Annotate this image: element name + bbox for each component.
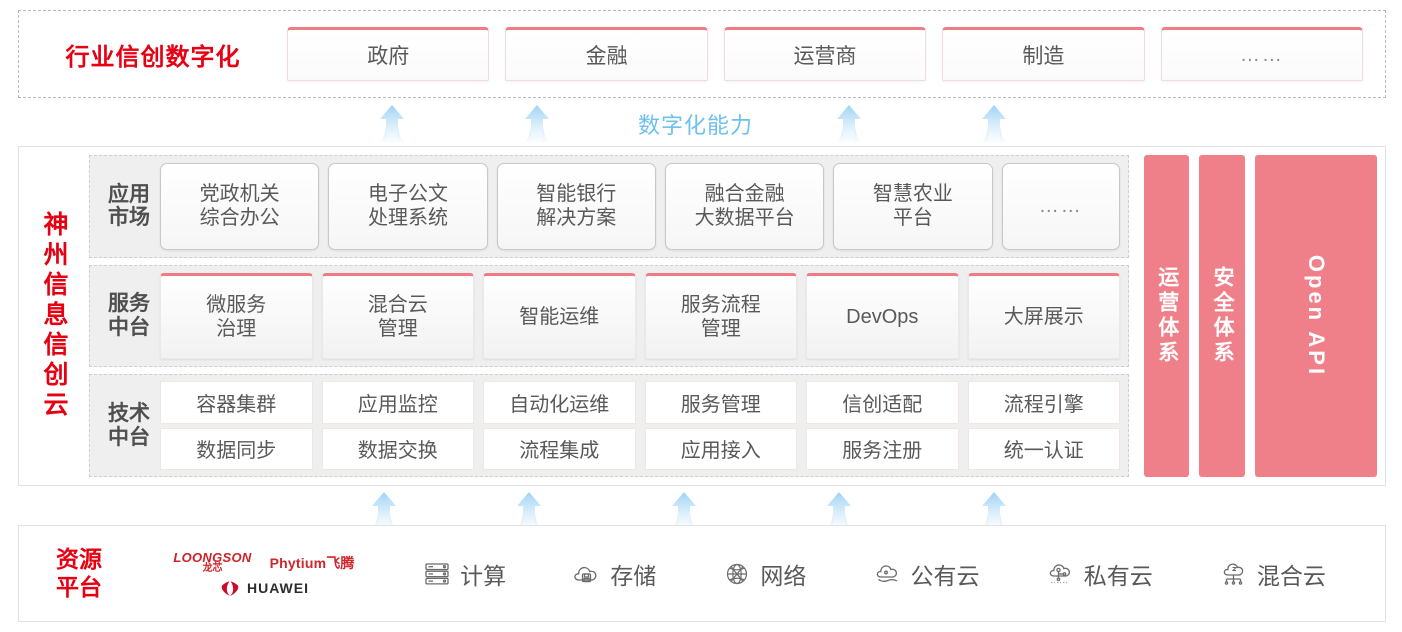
vendor-logo-list: LOONGSON 龙芯 Phytium飞腾 HUAWEI xyxy=(139,551,389,596)
huawei-flower-icon xyxy=(219,580,241,596)
phytium-logo: Phytium飞腾 xyxy=(269,554,355,571)
private-cloud-icon xyxy=(1046,559,1076,589)
service-card-microservice-governance[interactable]: 微服务治理 xyxy=(160,272,313,360)
layer-label-app-market: 应用市场 xyxy=(108,182,150,230)
tech-card-app-access[interactable]: 应用接入 xyxy=(644,427,797,471)
layer-label-service-platform: 服务中台 xyxy=(108,292,150,339)
industry-card-finance[interactable]: 金融 xyxy=(505,27,708,81)
resource-item-compute[interactable]: 计算 xyxy=(422,557,506,591)
layer-row-tech-platform: 技术中台 容器集群 应用监控 自动化运维 服务管理 信创适配 流程引擎 数据同步… xyxy=(89,374,1129,478)
resource-item-public-cloud[interactable]: 公有云 xyxy=(873,557,980,591)
industry-card-operator[interactable]: 运营商 xyxy=(723,27,927,81)
vendor-logo-row: LOONGSON 龙芯 Phytium飞腾 xyxy=(173,551,354,574)
resource-item-label: 公有云 xyxy=(910,562,980,589)
service-card-process-management[interactable]: 服务流程管理 xyxy=(644,272,797,360)
huawei-logo: HUAWEI xyxy=(219,580,309,596)
vendor-logo-row: HUAWEI xyxy=(219,580,309,596)
resource-item-storage[interactable]: 存储 xyxy=(572,557,656,591)
resource-item-label: 网络 xyxy=(760,562,807,589)
app-card-more[interactable]: …… xyxy=(1001,163,1120,250)
pillar-open-api[interactable]: Open API xyxy=(1254,155,1378,477)
loongson-logo-en: LOONGSON xyxy=(173,550,252,565)
resource-item-hybrid-cloud[interactable]: 混合云 xyxy=(1219,557,1326,591)
resource-item-label: 计算 xyxy=(460,562,507,589)
app-card-smart-bank[interactable]: 智能银行解决方案 xyxy=(496,163,656,250)
service-card-devops[interactable]: DevOps xyxy=(806,272,959,360)
cloud-storage-icon xyxy=(572,559,602,589)
cloud-platform-title: 神州信息信创云 xyxy=(40,211,68,421)
capability-arrow-band: 数字化能力 xyxy=(18,100,1386,144)
loongson-logo-cn: 龙芯 xyxy=(202,563,223,574)
tech-card-container-cluster[interactable]: 容器集群 xyxy=(160,381,313,424)
resource-item-private-cloud[interactable]: 私有云 xyxy=(1046,557,1153,591)
resource-item-label: 存储 xyxy=(610,562,657,589)
tech-card-unified-auth[interactable]: 统一认证 xyxy=(967,427,1120,471)
industry-card-more[interactable]: …… xyxy=(1160,27,1364,81)
pillar-operations-label: 运营体系 xyxy=(1155,266,1179,366)
cloud-layer-rows: 应用市场 党政机关综合办公 电子公文处理系统 智能银行解决方案 融合金融大数据平… xyxy=(89,147,1137,485)
hybrid-cloud-icon xyxy=(1219,559,1249,589)
server-rack-icon xyxy=(422,559,452,589)
up-arrow-icon xyxy=(828,104,870,144)
public-cloud-icon xyxy=(873,559,903,589)
tech-card-automated-ops[interactable]: 自动化运维 xyxy=(483,381,636,424)
tech-card-data-exchange[interactable]: 数据交换 xyxy=(321,427,474,471)
tech-card-service-registry[interactable]: 服务注册 xyxy=(806,427,959,471)
resource-platform-title: 资源平台 xyxy=(56,545,102,600)
layer-row-service-platform: 服务中台 微服务治理 混合云管理 智能运维 服务流程管理 DevOps 大屏展示 xyxy=(89,264,1129,368)
tech-card-xinchuang-adaptation[interactable]: 信创适配 xyxy=(806,381,959,424)
tech-grid-row: 容器集群 应用监控 自动化运维 服务管理 信创适配 流程引擎 xyxy=(160,381,1120,424)
app-card-edoc-system[interactable]: 电子公文处理系统 xyxy=(328,163,488,250)
tech-platform-grid: 容器集群 应用监控 自动化运维 服务管理 信创适配 流程引擎 数据同步 数据交换… xyxy=(160,375,1120,476)
industry-band: 行业信创数字化 政府 金融 运营商 制造 …… xyxy=(18,10,1386,98)
service-platform-card-list: 微服务治理 混合云管理 智能运维 服务流程管理 DevOps 大屏展示 xyxy=(160,266,1120,367)
tech-grid-row: 数据同步 数据交换 流程集成 应用接入 服务注册 统一认证 xyxy=(160,427,1120,471)
up-arrow-icon xyxy=(516,104,558,144)
tech-card-app-monitoring[interactable]: 应用监控 xyxy=(321,381,474,424)
cloud-platform-container: 神州信息信创云 应用市场 党政机关综合办公 电子公文处理系统 智能银行解决方案 … xyxy=(18,146,1386,486)
industry-band-title: 行业信创数字化 xyxy=(65,43,241,71)
up-arrow-icon xyxy=(371,104,413,144)
resource-item-network[interactable]: 网络 xyxy=(722,557,806,591)
app-card-smart-agriculture[interactable]: 智慧农业平台 xyxy=(833,163,993,250)
industry-card-list: 政府 金融 运营商 制造 …… xyxy=(287,11,1385,97)
service-card-intelligent-ops[interactable]: 智能运维 xyxy=(483,272,636,360)
industry-card-government[interactable]: 政府 xyxy=(287,27,490,81)
loongson-logo: LOONGSON 龙芯 xyxy=(173,551,251,574)
layer-row-app-market: 应用市场 党政机关综合办公 电子公文处理系统 智能银行解决方案 融合金融大数据平… xyxy=(89,155,1129,258)
app-market-card-list: 党政机关综合办公 电子公文处理系统 智能银行解决方案 融合金融大数据平台 智慧农… xyxy=(160,156,1120,257)
app-card-finance-bigdata[interactable]: 融合金融大数据平台 xyxy=(664,163,825,250)
resource-item-label: 私有云 xyxy=(1083,562,1153,589)
tech-card-process-engine[interactable]: 流程引擎 xyxy=(967,381,1120,424)
pillar-security-system[interactable]: 安全体系 xyxy=(1199,155,1245,477)
huawei-logo-text: HUAWEI xyxy=(247,580,309,596)
industry-card-manufacturing[interactable]: 制造 xyxy=(942,27,1145,81)
service-card-dashboard-display[interactable]: 大屏展示 xyxy=(967,272,1120,360)
pillar-open-api-label: Open API xyxy=(1303,254,1329,378)
app-card-government-office[interactable]: 党政机关综合办公 xyxy=(160,163,320,250)
resource-platform-band: 资源平台 LOONGSON 龙芯 Phytium飞腾 HUAWEI xyxy=(18,525,1386,622)
tech-card-service-management[interactable]: 服务管理 xyxy=(644,381,797,424)
resource-item-list: 计算 存储 xyxy=(389,557,1385,591)
cloud-pillar-list: 运营体系 安全体系 Open API xyxy=(1137,147,1385,485)
pillar-security-label: 安全体系 xyxy=(1211,266,1235,366)
capability-label: 数字化能力 xyxy=(638,113,754,138)
service-card-hybrid-cloud-management[interactable]: 混合云管理 xyxy=(321,272,474,360)
up-arrow-icon xyxy=(973,104,1015,144)
tech-card-process-integration[interactable]: 流程集成 xyxy=(483,427,636,471)
pillar-operations-system[interactable]: 运营体系 xyxy=(1144,155,1190,477)
tech-card-data-sync[interactable]: 数据同步 xyxy=(160,427,313,471)
network-globe-icon xyxy=(722,559,752,589)
layer-label-tech-platform: 技术中台 xyxy=(108,402,150,449)
resource-item-label: 混合云 xyxy=(1256,562,1326,589)
